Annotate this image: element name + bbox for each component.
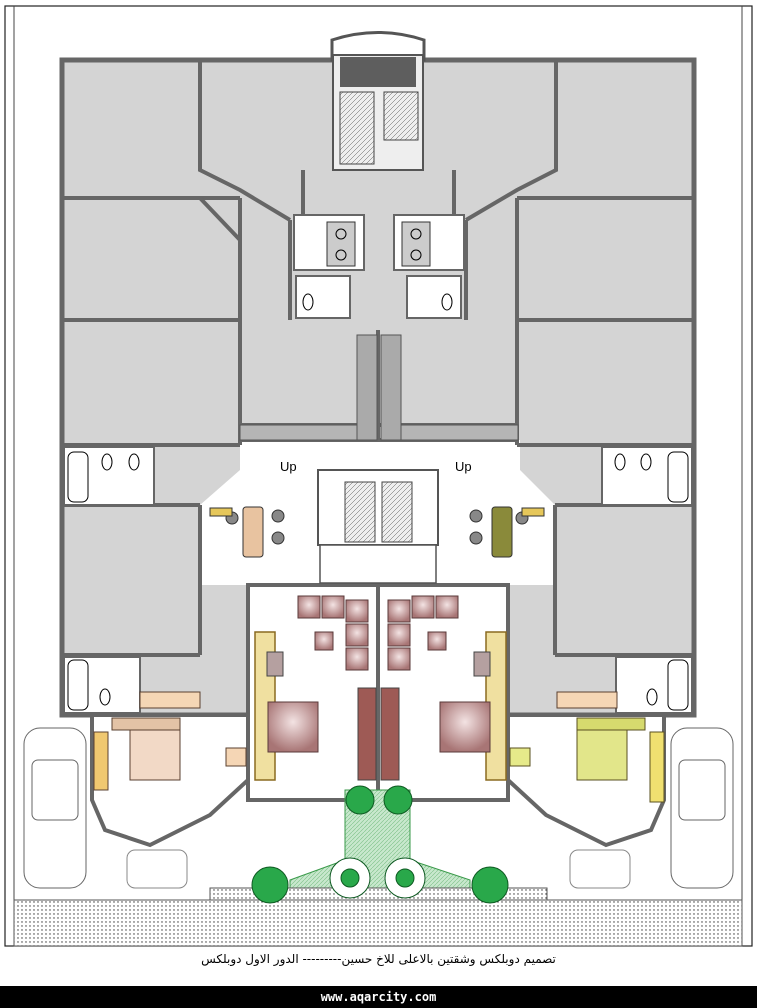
up-label-left: Up	[280, 459, 297, 474]
car-left	[23, 727, 87, 889]
master-bedroom-right	[380, 631, 507, 781]
top-stair-tower	[330, 31, 426, 171]
floor-plan: Up Up	[4, 5, 753, 947]
up-label-right: Up	[455, 459, 472, 474]
desk-left	[209, 506, 285, 558]
site-footer-url[interactable]: www.aqarcity.com	[0, 986, 757, 1008]
side-bathrooms	[63, 446, 693, 714]
bed-right	[509, 691, 665, 803]
trees	[251, 785, 509, 904]
corridor-strips	[239, 334, 519, 441]
sofas	[297, 595, 459, 671]
bed-left	[93, 691, 247, 791]
master-bedroom-left	[254, 631, 377, 781]
car-right	[670, 727, 734, 889]
center-bathrooms	[293, 214, 465, 319]
desk-right	[469, 506, 545, 558]
central-stairs	[317, 469, 439, 584]
plan-caption: تصميم دوبلكس وشقتين بالاعلى للاخ حسين---…	[201, 952, 556, 966]
